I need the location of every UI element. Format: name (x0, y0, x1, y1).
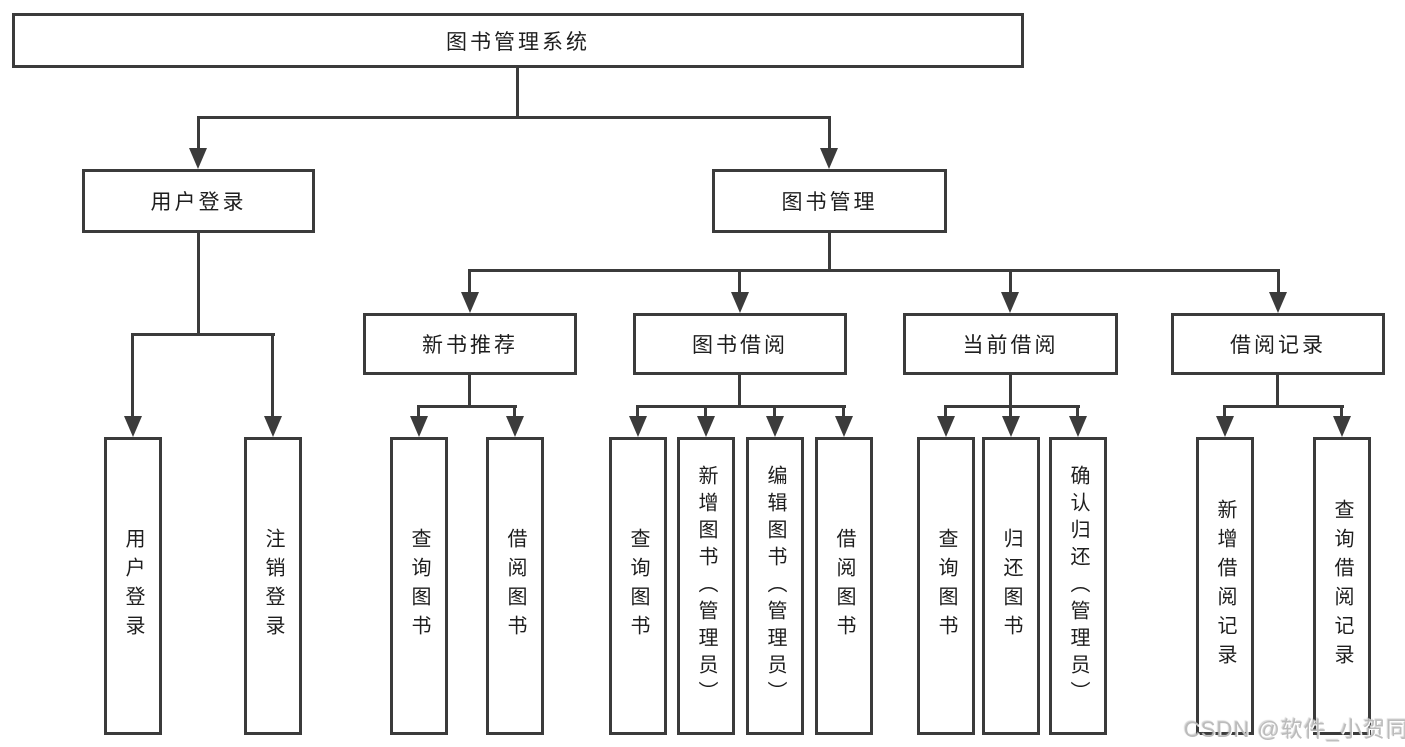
connector (468, 375, 471, 408)
arrowhead (835, 416, 853, 437)
node-edit-book-admin: 编辑图书（管理员） (746, 437, 804, 735)
connector (468, 269, 471, 295)
arrowhead (766, 416, 784, 437)
connector (197, 116, 200, 150)
node-confirm-return-admin: 确认归还（管理员） (1049, 437, 1107, 735)
connector (1223, 405, 1226, 419)
watermark: CSDN @软件_小贺同学 (1184, 717, 1405, 742)
connector (828, 116, 831, 150)
connector (738, 375, 741, 408)
connector (1076, 405, 1079, 419)
connector (197, 233, 200, 336)
connector (131, 333, 134, 420)
connector (944, 405, 947, 419)
node-query-borrow-record: 查询借阅记录 (1313, 437, 1371, 735)
node-leaf-logout: 注销登录 (244, 437, 302, 735)
connector (417, 405, 517, 408)
connector (1009, 405, 1012, 419)
arrowhead (124, 416, 142, 437)
connector (516, 68, 519, 119)
node-query-book-3: 查询图书 (917, 437, 975, 735)
arrowhead (1216, 416, 1234, 437)
arrowhead (820, 148, 838, 169)
node-query-book-2: 查询图书 (609, 437, 667, 735)
connector (944, 405, 1080, 408)
node-book-management: 图书管理 (712, 169, 947, 233)
connector (1009, 269, 1012, 295)
arrowhead (731, 292, 749, 313)
connector (513, 405, 516, 419)
connector (636, 405, 846, 408)
arrowhead (1069, 416, 1087, 437)
connector (636, 405, 639, 419)
connector (738, 269, 741, 295)
connector (131, 333, 275, 336)
arrowhead (629, 416, 647, 437)
connector (1009, 375, 1012, 408)
connector (417, 405, 420, 419)
node-borrow-book-1: 借阅图书 (486, 437, 544, 735)
connector (842, 405, 845, 419)
node-leaf-user-login: 用户登录 (104, 437, 162, 735)
arrowhead (937, 416, 955, 437)
node-borrow-records: 借阅记录 (1171, 313, 1385, 375)
arrowhead (1333, 416, 1351, 437)
node-return-book: 归还图书 (982, 437, 1040, 735)
connector (828, 233, 831, 271)
node-add-book-admin: 新增图书（管理员） (677, 437, 735, 735)
node-library-system: 图书管理系统 (12, 13, 1024, 68)
connector (197, 116, 831, 119)
arrowhead (506, 416, 524, 437)
arrowhead (1001, 292, 1019, 313)
node-book-borrow: 图书借阅 (633, 313, 847, 375)
arrowhead (264, 416, 282, 437)
connector (1340, 405, 1343, 419)
arrowhead (1269, 292, 1287, 313)
node-query-book-1: 查询图书 (390, 437, 448, 735)
connector (271, 333, 274, 420)
arrowhead (697, 416, 715, 437)
connector (773, 405, 776, 419)
node-add-borrow-record: 新增借阅记录 (1196, 437, 1254, 735)
connector (1276, 375, 1279, 408)
arrowhead (410, 416, 428, 437)
node-current-borrow: 当前借阅 (903, 313, 1118, 375)
node-new-book-recommend: 新书推荐 (363, 313, 577, 375)
node-borrow-book-2: 借阅图书 (815, 437, 873, 735)
connector (1277, 269, 1280, 295)
arrowhead (461, 292, 479, 313)
node-user-login: 用户登录 (82, 169, 315, 233)
connector (1223, 405, 1344, 408)
arrowhead (1002, 416, 1020, 437)
arrowhead (189, 148, 207, 169)
connector (468, 269, 1280, 272)
connector (704, 405, 707, 419)
